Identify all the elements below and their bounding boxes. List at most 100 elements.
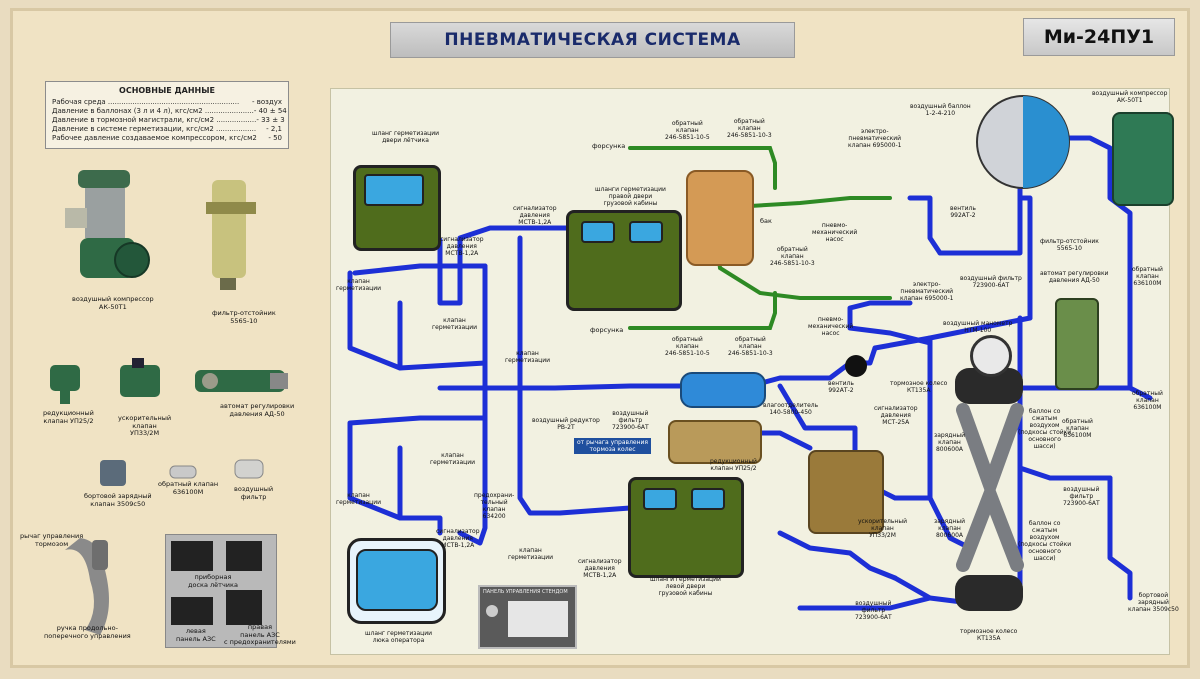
right-panel-mini [226,541,262,571]
check-valve-exhibit [169,465,197,479]
strut-cylinders-shape [956,403,1024,572]
lbl-tank: бак [760,217,772,225]
compressor-diagram-shape [1112,112,1174,206]
spec-label: Рабочая среда ..........................… [52,98,240,106]
charging-valve-exhibit [100,460,126,486]
spec-value: - 40 ± 54 [253,107,287,115]
label-control-handle: ручка продольно-поперечного управления [44,624,131,640]
spec-label: Давление в баллонах (3 л и 4 л), кгс/см2… [52,107,254,115]
specs-table: ОСНОВНЫЕ ДАННЫЕ Рабочая среда ..........… [45,81,289,149]
acz-panels [165,534,277,648]
operator-hatch-window [356,549,438,611]
spec-label: Давление в тормозной магистрали, кгс/см2… [52,116,257,124]
left-cargo-window-2 [691,488,725,510]
lbl-nozzle-top: форсунка [592,142,626,150]
tap-knob-shape [845,355,867,377]
model-plate: Ми-24ПУ1 [1023,18,1175,56]
spec-label: Давление в системе герметизации, кгс/см2… [52,125,257,133]
accelerating-valve-diagram-shape [808,450,884,534]
brake-wheel-bottom-shape [955,575,1023,611]
auto-pressure-exhibit [195,370,288,392]
air-cylinder-shape [976,95,1070,189]
right-cargo-door-shape [566,210,682,311]
spec-value: - 50 [268,134,282,142]
filter-settler-exhibit [206,180,256,290]
auto-pressure-diagram-shape [1055,298,1099,390]
reducing-valve-exhibit [50,365,80,404]
spec-value: - 2,1 [266,125,282,133]
control-handle-exhibit [65,538,109,635]
reducing-valve-diagram-shape [668,420,762,464]
spec-row: Рабочая среда ..........................… [52,98,282,107]
spec-value: - 33 ± 3 [256,116,285,124]
spec-row: Давление в системе герметизации, кгс/см2… [52,125,282,134]
control-panel-title: ПАНЕЛЬ УПРАВЛЕНИЯ СТЕНДОМ [483,589,568,595]
spec-row: Давление в тормозной магистрали, кгс/см2… [52,116,285,125]
page-title: ПНЕВМАТИЧЕСКАЯ СИСТЕМА [444,30,741,50]
left-cargo-door-shape [628,477,744,578]
left-acz-panel [171,597,213,625]
stand-control-panel: ПАНЕЛЬ УПРАВЛЕНИЯ СТЕНДОМ [478,585,577,649]
tank-shape [686,170,754,266]
right-acz-panel [226,590,262,625]
accelerating-valve-exhibit [120,358,160,397]
control-panel-switch[interactable] [486,605,498,617]
operator-hatch-shape [347,538,446,624]
spec-row: Давление в баллонах (3 л и 4 л), кгс/см2… [52,107,287,116]
pilot-door-window [364,174,424,206]
